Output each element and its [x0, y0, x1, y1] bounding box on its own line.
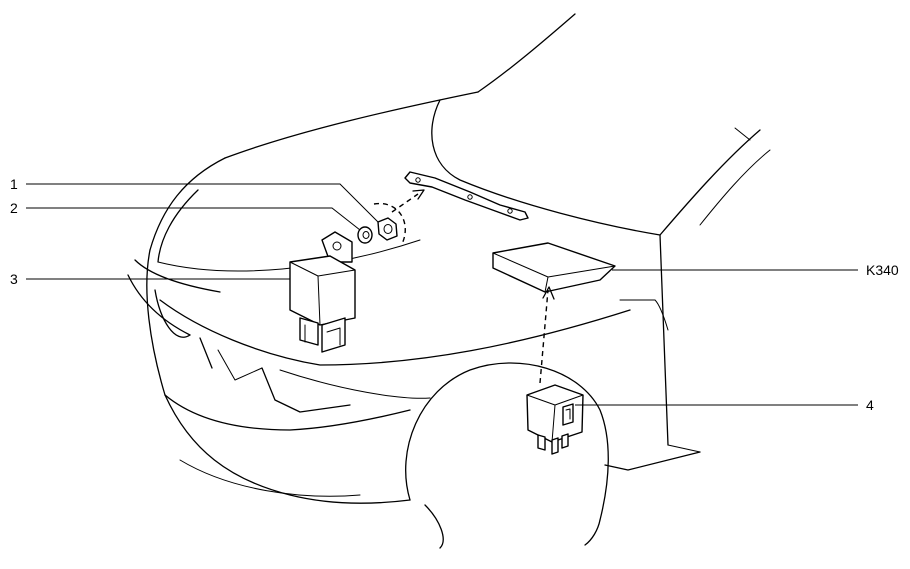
washer-2: [357, 226, 373, 244]
assembly-arrows: [373, 189, 555, 384]
label-item-1: 1: [10, 176, 18, 192]
label-item-4: 4: [866, 397, 874, 413]
nut-1: [377, 217, 398, 241]
control-unit-k340: [492, 242, 616, 293]
mounting-bracket-rail: [404, 171, 529, 221]
car-body-outline: [127, 13, 771, 549]
label-item-2: 2: [10, 200, 18, 216]
label-k340: K340: [866, 262, 899, 278]
label-item-3: 3: [10, 271, 18, 287]
relay-3: [289, 231, 356, 353]
relay-4: [526, 384, 584, 455]
leader-lines: [26, 183, 858, 406]
